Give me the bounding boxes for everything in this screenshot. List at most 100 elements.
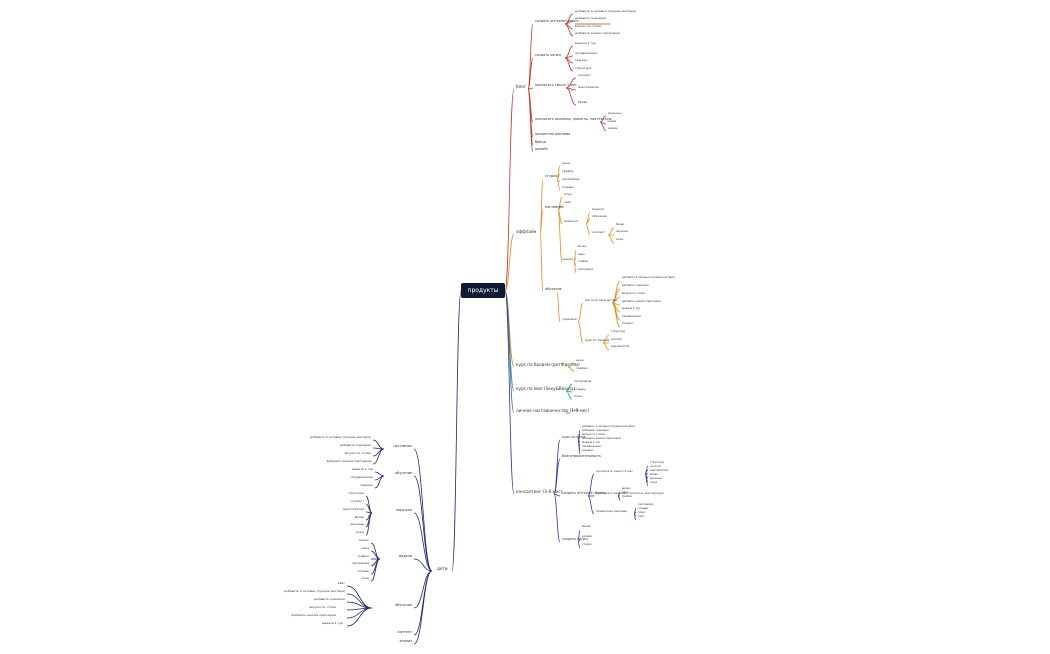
consult-leaf[interactable]: дизайн (582, 535, 592, 538)
offline-leaf[interactable]: добавить анализ партнеров (622, 300, 661, 303)
offline-sub[interactable]: план (564, 192, 572, 196)
deti-sub[interactable]: план (361, 576, 369, 580)
offline-sub[interactable]: график (562, 169, 574, 173)
mentor-leaf[interactable]: кейс (572, 408, 580, 412)
offline-sub[interactable]: курс по бровям (585, 338, 610, 342)
consult-leaf[interactable]: ресницы (650, 477, 662, 480)
consult-leaf[interactable]: добавить сценарии (582, 429, 609, 432)
deti-sub[interactable]: визуал по стилю (344, 451, 371, 455)
offline-leaf[interactable]: график (578, 260, 589, 263)
consult-item[interactable]: создать канал (562, 537, 588, 541)
blog-sub[interactable]: визаж (608, 126, 618, 130)
blog-item[interactable]: дизайн (535, 147, 548, 151)
deti-sub[interactable]: визуал по стилю (309, 605, 336, 609)
consult-leaf[interactable]: брови (650, 473, 659, 476)
deti-sub[interactable]: добавить анализ партнеров (291, 613, 336, 617)
deti-item[interactable]: контент (397, 630, 412, 634)
skill-leaf[interactable]: отзывы (574, 387, 586, 391)
blog-sub[interactable]: добавить 4 сетевых (лучшие мастера) (575, 9, 636, 13)
deti-sub[interactable]: добавить 4 сетевых (лучшие мастера) (310, 435, 371, 439)
deti-sub[interactable]: визаж (359, 538, 369, 542)
offline-leaf[interactable]: ресницы (616, 230, 628, 233)
skill-leaf[interactable]: план (574, 394, 582, 398)
offline-sub[interactable]: цена (562, 161, 570, 165)
blog-sub[interactable]: визуал по стилю (575, 24, 602, 28)
blog-sub[interactable]: брови (578, 100, 588, 104)
offline-sub[interactable]: детское творчество (585, 298, 617, 302)
offline-item[interactable]: студия (545, 174, 558, 178)
offline-leaf[interactable]: брови (616, 223, 625, 226)
offline-sub[interactable]: анализ (562, 257, 574, 261)
consult-leaf[interactable]: визуал по стилю (582, 433, 605, 436)
deti-item[interactable]: воркшоп (396, 508, 412, 512)
offline-sub[interactable]: кейс (564, 200, 572, 204)
consult-leaf[interactable]: визаж (622, 487, 631, 490)
blog-sub[interactable]: тренинг (575, 58, 588, 62)
root-node[interactable]: продукты (461, 283, 505, 298)
deti-item[interactable]: анализ (399, 639, 412, 643)
deti-item[interactable]: наставник (393, 444, 412, 448)
consult-leaf[interactable]: кожа (650, 481, 658, 484)
offline-leaf[interactable]: программа (578, 268, 594, 271)
deti-item[interactable]: обучение (395, 603, 412, 607)
offline-sub[interactable]: отзывы (562, 185, 574, 189)
branch-offline[interactable]: оффлайн (516, 229, 537, 234)
consult-leaf[interactable]: бренд (582, 525, 591, 528)
blog-sub[interactable]: добавить анализ партнеров (575, 31, 620, 35)
blog-item[interactable]: приватная реклама (535, 132, 571, 136)
consult-item[interactable]: курс по всем (562, 435, 586, 439)
consult-leaf[interactable]: добавить 4 сетевых (лучшие мастера) (582, 425, 635, 428)
deti-item[interactable]: модели (398, 554, 412, 558)
deti-sub[interactable]: выдача 1 тур (352, 467, 373, 471)
deti-sub[interactable]: кожа (355, 530, 364, 534)
branch-brows-skill[interactable]: курс по мил (Sexy&Beauty) (516, 386, 576, 391)
consult-leaf[interactable]: структура (650, 461, 664, 464)
consult-leaf[interactable]: выдача 1 тур (582, 441, 601, 444)
consult-leaf[interactable]: программа (638, 503, 654, 506)
deti-sub[interactable]: цена (361, 546, 369, 550)
blog-sub[interactable]: кожа (608, 119, 617, 123)
consult-leaf[interactable]: отзывы (638, 507, 649, 510)
offline-leaf[interactable]: визуал по стилю (622, 292, 645, 295)
consult-leaf[interactable]: план (638, 511, 645, 514)
offline-item[interactable]: обучение (545, 287, 562, 291)
consult-leaf[interactable]: тренинг (582, 449, 594, 452)
offline-leaf[interactable]: цена (578, 253, 585, 256)
branch-mentor[interactable]: личное наставничество (1-3 мес) (516, 408, 590, 413)
blog-sub[interactable]: мероприятия (578, 85, 599, 89)
offline-leaf[interactable]: тренинг (622, 322, 634, 325)
blog-item[interactable]: прописать смысл 2 мес (535, 83, 577, 87)
deti-sub[interactable]: контент (351, 499, 364, 503)
deti-sub[interactable]: программа (351, 561, 369, 565)
blog-item[interactable]: прописать рекламы, проекты, мастерскую (535, 117, 612, 121)
blog-sub[interactable]: контент (578, 73, 591, 77)
blog-sub[interactable]: ресницы (608, 111, 622, 115)
deti-sub[interactable]: ресницы (350, 522, 364, 526)
branch-brows-course[interactable]: курс по бровям (детФдетям) (516, 362, 580, 367)
offline-sub[interactable]: воркшоп (564, 219, 578, 223)
deti-sub[interactable]: брови (354, 515, 364, 519)
consult-leaf[interactable]: цена (622, 491, 629, 494)
deti-sub[interactable]: график (357, 554, 369, 558)
consult-leaf[interactable]: кейс (638, 515, 645, 518)
consult-item[interactable]: создать интернет блога (562, 491, 606, 495)
deti-sub[interactable]: кейс (337, 581, 345, 585)
consult-leaf[interactable]: студия (582, 543, 592, 546)
consult-leaf[interactable]: контент (650, 465, 662, 468)
brows-leaf[interactable]: цена (576, 358, 584, 362)
branch-consult[interactable]: консалтинг (3-6 мес) (516, 489, 563, 494)
consult-item[interactable]: благотворительность (562, 454, 601, 458)
consult-leaf[interactable]: добавить анализ партнеров (582, 437, 621, 440)
deti-sub[interactable]: мероприятия (343, 507, 364, 511)
offline-sub[interactable]: упаковка (562, 317, 577, 321)
deti-sub[interactable]: добавить сценарии (340, 443, 371, 447)
deti-sub[interactable]: продвижение (351, 475, 373, 479)
offline-leaf[interactable]: кожа (616, 238, 624, 241)
deti-sub[interactable]: выдача 1 тур (322, 621, 343, 625)
skill-leaf[interactable]: программа (574, 379, 592, 383)
consult-sub[interactable]: прописать рекламы, проекты, мастерскую (596, 491, 664, 495)
deti-sub[interactable]: добавить 4 сетевых (лучшие мастера) (284, 589, 345, 593)
blog-item[interactable]: создать канал (535, 53, 561, 57)
offline-sub[interactable]: модели (592, 207, 604, 211)
consult-sub[interactable]: приватная реклама (596, 509, 628, 513)
